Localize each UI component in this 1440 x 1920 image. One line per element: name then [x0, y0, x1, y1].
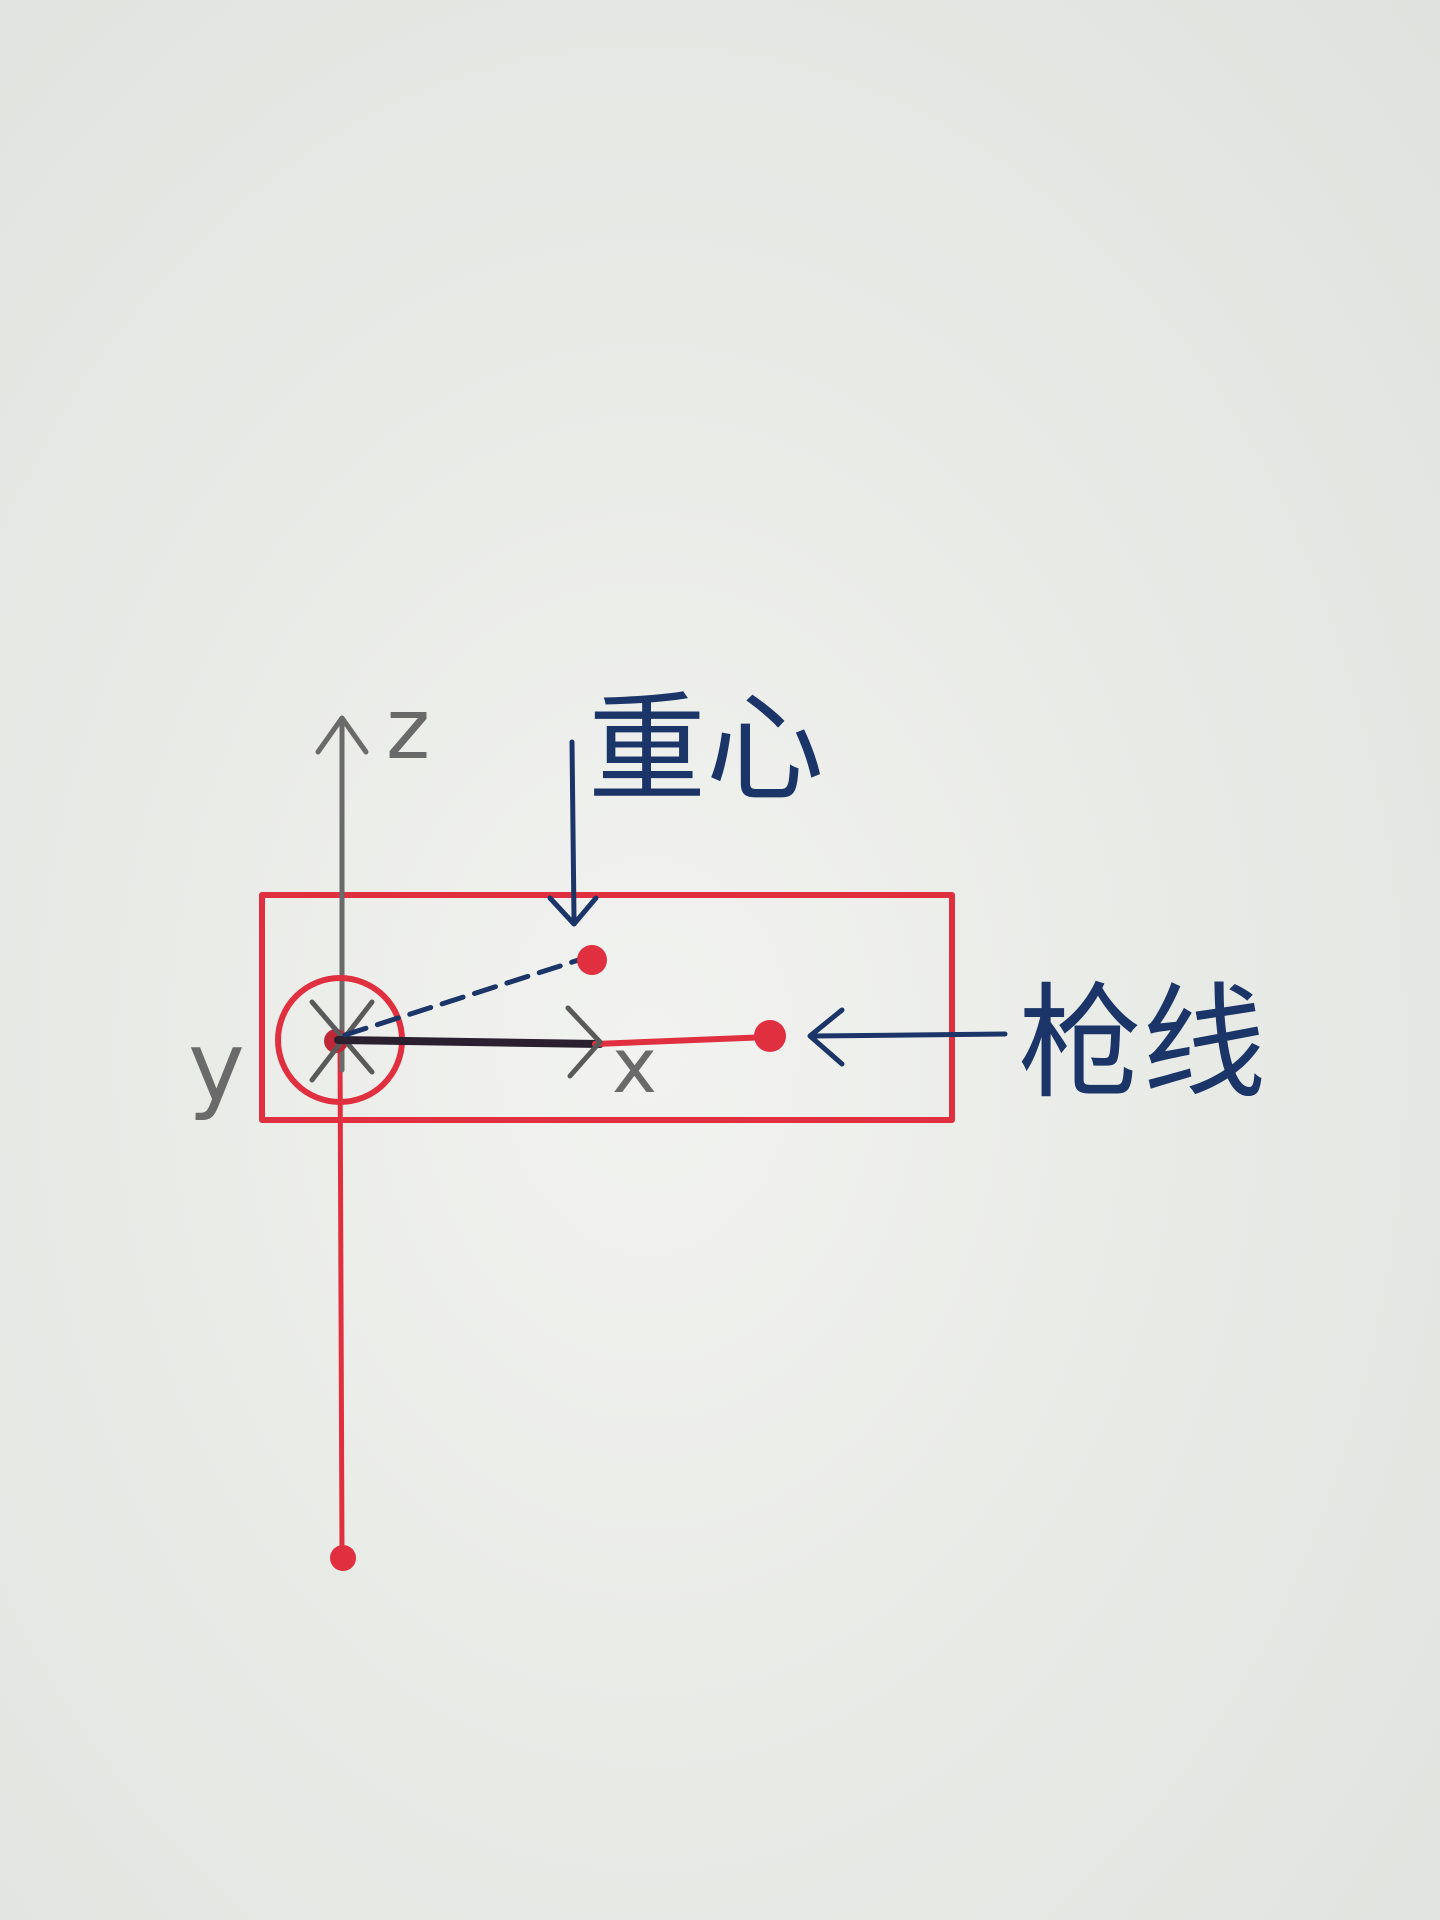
gun-line-dot	[754, 1020, 786, 1052]
x-axis-label: x	[612, 1021, 657, 1110]
vertical-red-line	[337, 1042, 345, 1558]
x-axis-arrowhead	[565, 1005, 603, 1079]
center-of-gravity-label: 重心	[588, 680, 824, 818]
center-of-gravity-dot	[577, 945, 607, 975]
center-of-gravity-dashed-line	[342, 955, 588, 1038]
x-axis-dark-line	[334, 1036, 604, 1048]
body-rectangle	[259, 892, 955, 1123]
gun-line-arrowhead	[807, 1007, 845, 1067]
y-axis-label: y	[188, 1011, 245, 1123]
gun-line-segment	[592, 1034, 773, 1047]
bottom-red-dot	[330, 1545, 356, 1571]
gun-line-arrow-shaft	[811, 1031, 1008, 1039]
z-axis-label: z	[386, 680, 430, 778]
gun-line-label: 枪线	[1018, 972, 1266, 1116]
center-of-gravity-arrowhead	[547, 895, 599, 927]
center-of-gravity-arrow-shaft	[569, 739, 577, 921]
z-axis-arrowhead	[315, 715, 369, 755]
